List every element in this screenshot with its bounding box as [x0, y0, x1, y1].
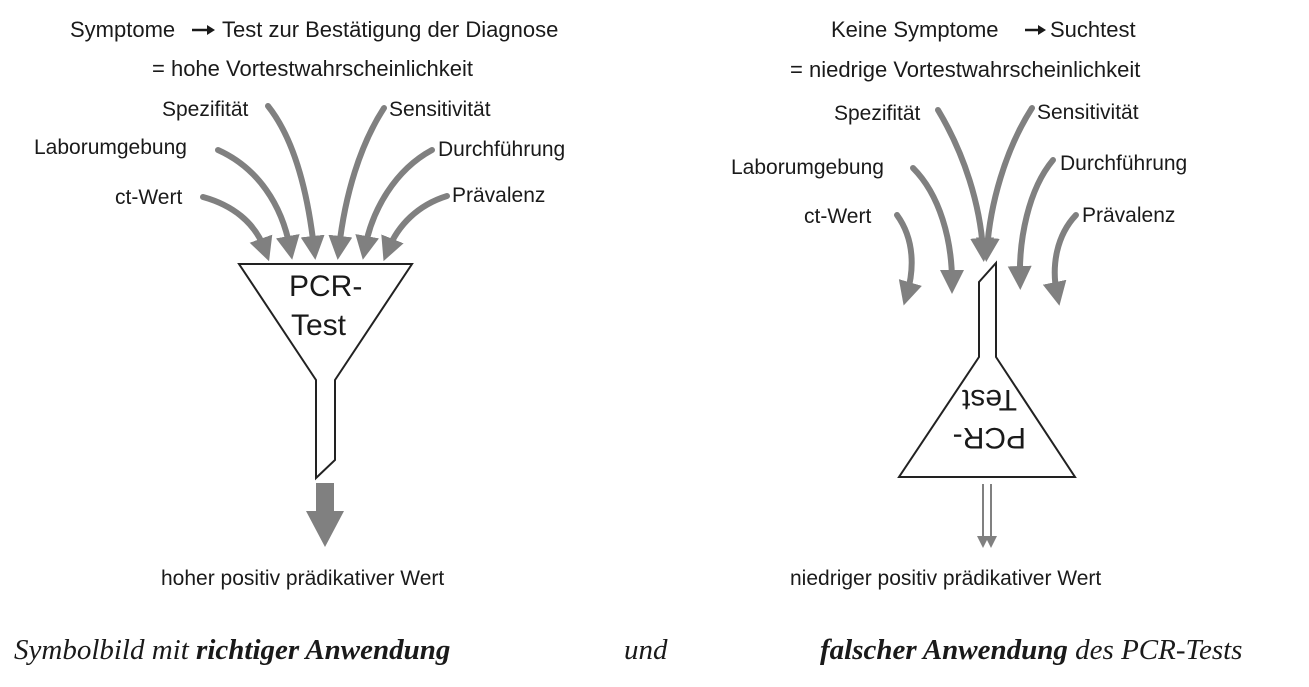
- left-factor-specificity: Spezifität: [162, 98, 249, 121]
- right-factor-lab-environment: Laborumgebung: [731, 156, 884, 179]
- right-heading-line1: Keine Symptome: [831, 17, 999, 42]
- right-arrow-sensitivity: [975, 105, 1035, 262]
- right-heading-line2: = niedrige Vortestwahrscheinlichkeit: [790, 57, 1140, 82]
- left-heading-line1: Symptome: [70, 17, 175, 42]
- left-heading-line1-rest: Test zur Bestätigung der Diagnose: [222, 17, 558, 42]
- left-funnel-label-line1: PCR-: [289, 270, 362, 303]
- right-funnel-shape: [897, 260, 1077, 478]
- right-funnel-label-group: PCR- Test: [953, 383, 1026, 454]
- left-funnel-shape: [237, 263, 414, 481]
- left-factor-ct-value: ct-Wert: [115, 186, 182, 209]
- left-arrow-sensitivity: [328, 105, 387, 260]
- left-factor-sensitivity: Sensitivität: [389, 98, 491, 121]
- left-factor-lab-environment: Laborumgebung: [34, 136, 187, 159]
- left-factor-prevalence: Prävalenz: [452, 184, 545, 207]
- right-funnel-label-line1: PCR-: [953, 421, 1026, 454]
- right-factor-prevalence: Prävalenz: [1082, 204, 1175, 227]
- left-arrow-lab-environment: [215, 147, 300, 260]
- right-factor-specificity: Spezifität: [834, 102, 921, 125]
- right-factor-sensitivity: Sensitivität: [1037, 101, 1139, 124]
- right-heading-arrow-icon: [1025, 25, 1046, 35]
- caption: Symbolbild mit richtiger Anwendung und f…: [14, 634, 1242, 666]
- right-factor-execution: Durchführung: [1060, 152, 1187, 175]
- left-arrow-ct-value: [200, 194, 273, 262]
- left-output-arrow-icon: [306, 483, 344, 547]
- left-heading-arrow-icon: [192, 25, 215, 35]
- caption-left: Symbolbild mit richtiger Anwendung: [14, 634, 450, 666]
- left-arrow-prevalence: [381, 193, 450, 262]
- right-arrow-specificity: [935, 107, 995, 262]
- right-panel: Keine Symptome Suchtest = niedrige Vorte…: [731, 17, 1187, 590]
- caption-right: falscher Anwendung des PCR-Tests: [820, 634, 1242, 666]
- left-arrow-specificity: [265, 103, 325, 260]
- left-panel: Symptome Test zur Bestätigung der Diagno…: [34, 17, 565, 590]
- right-heading-line1-rest: Suchtest: [1050, 17, 1136, 42]
- right-arrow-prevalence: [1042, 212, 1079, 306]
- right-arrow-execution: [1007, 157, 1056, 290]
- left-heading-line2: = hohe Vortestwahrscheinlichkeit: [152, 56, 473, 81]
- right-funnel-label-line2: Test: [961, 383, 1017, 416]
- caption-middle: und: [624, 634, 668, 666]
- left-funnel-label-line2: Test: [291, 309, 347, 342]
- left-factor-execution: Durchführung: [438, 138, 565, 161]
- right-result-label: niedriger positiv prädikativer Wert: [790, 567, 1101, 590]
- left-arrow-execution: [355, 147, 435, 260]
- right-arrow-lab-environment: [910, 165, 964, 294]
- right-factor-ct-value: ct-Wert: [804, 205, 871, 228]
- left-result-label: hoher positiv prädikativer Wert: [161, 567, 444, 590]
- right-arrow-ct-value: [894, 212, 922, 306]
